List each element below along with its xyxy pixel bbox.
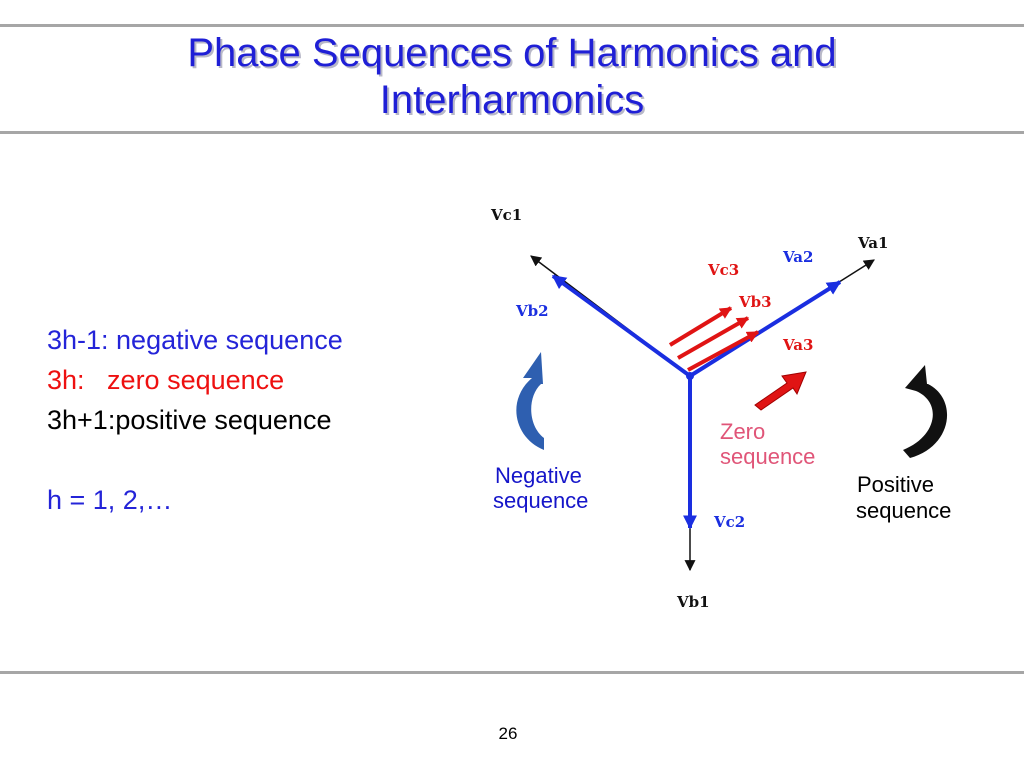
top-divider <box>0 24 1024 27</box>
rule-zero-prefix: 3h: <box>47 365 108 395</box>
phasor-va2-line <box>688 280 842 378</box>
label-va2: Va2 <box>782 248 813 266</box>
phasor-vb2-line <box>551 274 692 378</box>
label-va1: Va1 <box>857 234 888 252</box>
label-vc3: Vc3 <box>707 261 739 279</box>
clockwise-rotation-arrow-icon <box>903 365 948 458</box>
rule-zero-text: zero sequence <box>107 365 285 395</box>
zero-sequence-label-line1: Zero <box>720 419 765 444</box>
label-vb1: Vb1 <box>676 593 710 611</box>
slide-title-line-2: Interharmonics <box>379 78 645 122</box>
sequence-rules: 3h-1: negative sequence 3h: zero sequenc… <box>47 320 343 520</box>
straight-arrow-icon <box>754 371 807 411</box>
rule-h-values: h = 1, 2,… <box>47 485 173 515</box>
negative-sequence-label-line2: sequence <box>493 488 588 513</box>
label-vc2: Vc2 <box>713 513 745 531</box>
footer-divider <box>0 671 1024 674</box>
positive-sequence-label-line1: Positive <box>857 472 934 497</box>
positive-sequence-label-line2: sequence <box>856 498 951 523</box>
label-va3: Va3 <box>782 336 813 354</box>
page-number: 26 <box>498 724 518 743</box>
slide-title: Phase Sequences of Harmonics and Interha… <box>0 30 1024 124</box>
phasor-vc3-line <box>668 306 733 347</box>
rule-zero-sequence: 3h: zero sequence <box>47 360 343 400</box>
title-divider <box>0 131 1024 134</box>
phasor-vb3-line <box>677 316 750 360</box>
label-vc1: Vc1 <box>490 206 522 224</box>
negative-sequence-label-line1: Negative <box>495 463 582 488</box>
label-vb3: Vb3 <box>738 293 772 311</box>
phasor-origin <box>686 372 694 380</box>
phasor-va3-line <box>687 330 760 372</box>
label-vb2: Vb2 <box>515 302 549 320</box>
slide-title-line-1: Phase Sequences of Harmonics and <box>187 31 837 75</box>
rule-negative-sequence: 3h-1: negative sequence <box>47 325 343 355</box>
zero-sequence-label-line2: sequence <box>720 444 815 469</box>
counterclockwise-rotation-arrow-icon <box>516 352 544 450</box>
rule-positive-sequence: 3h+1:positive sequence <box>47 405 332 435</box>
